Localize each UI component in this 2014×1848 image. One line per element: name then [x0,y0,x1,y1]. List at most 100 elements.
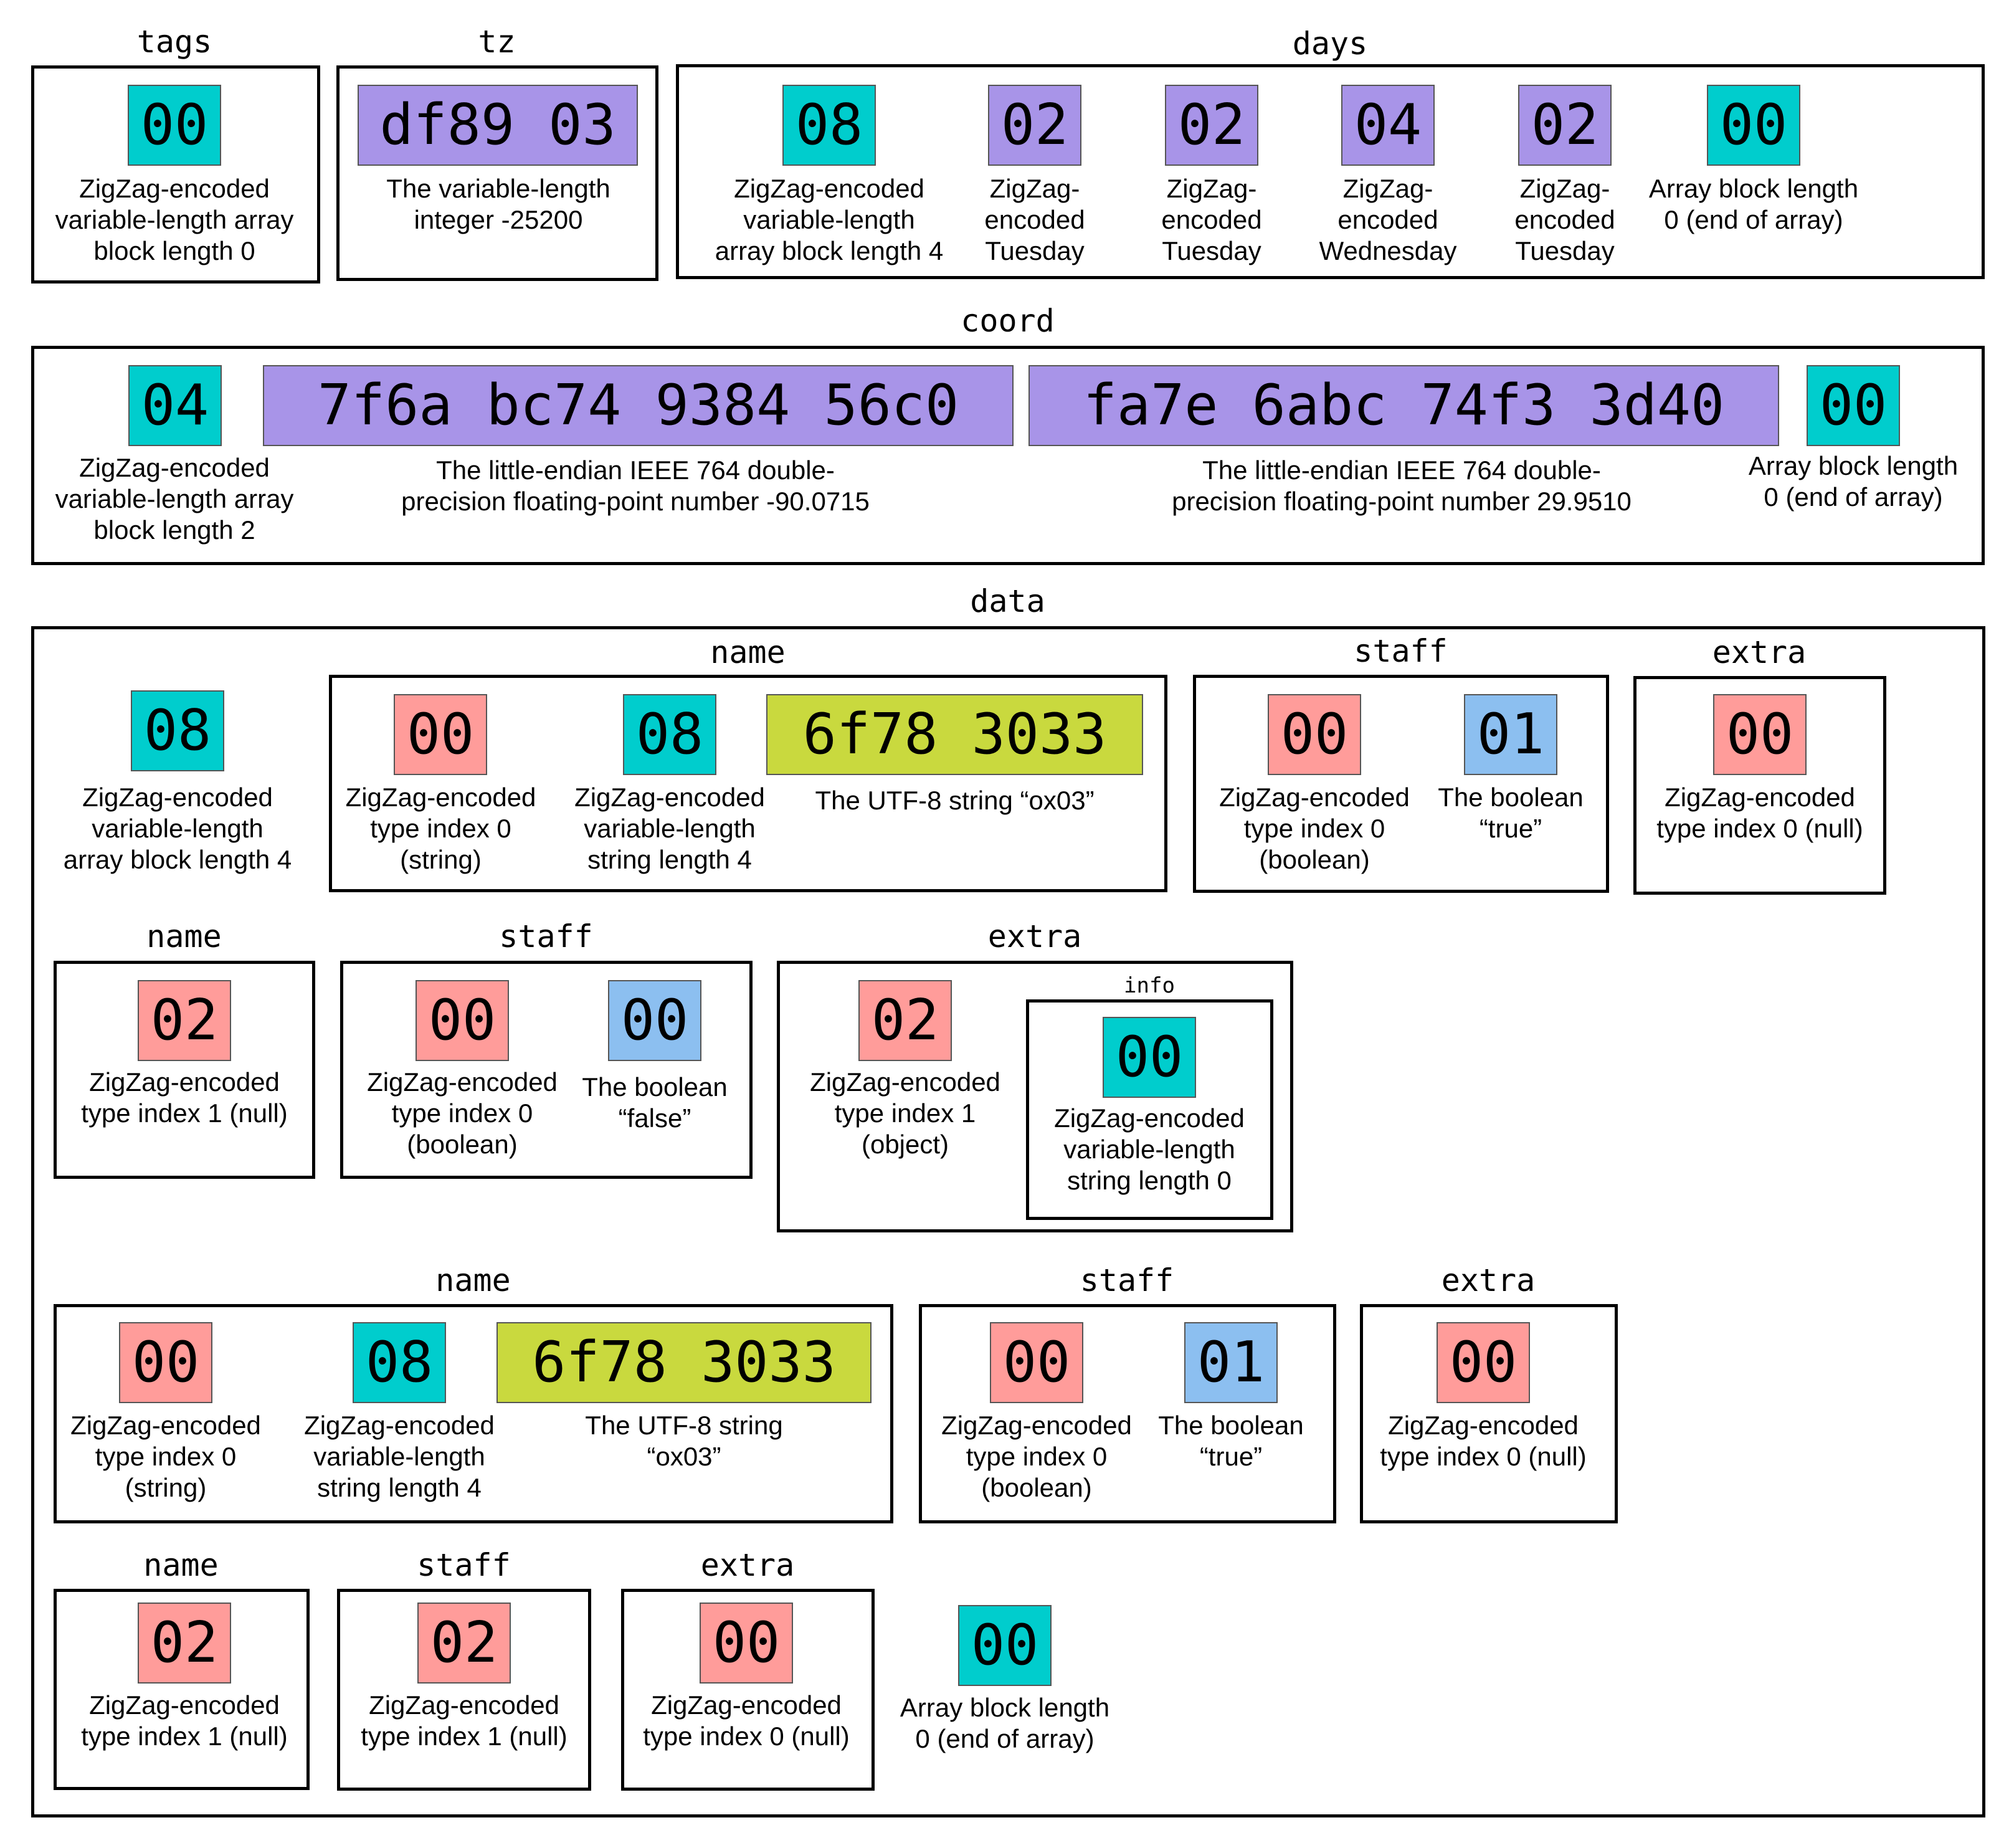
byte-cell: 01 [1464,694,1557,775]
byte-caption: ZigZag-encoded type index 0 (boolean) [941,1411,1132,1502]
byte-cell: 00 [608,980,701,1061]
byte-cell: 02 [138,1603,231,1684]
byte-cell: df89 03 [358,85,638,166]
group-title-extra: extra [700,1547,795,1583]
group-data [31,626,1985,1817]
byte-caption: ZigZag-encoded type index 0 (boolean) [367,1067,558,1159]
byte-caption: ZigZag-encoded variable-length array blo… [55,453,294,545]
byte-cell: 00 [700,1603,793,1684]
byte-caption: Array block length 0 (end of array) [1648,174,1859,234]
group-title-data: data [970,583,1045,619]
byte-cell: 04 [128,365,222,446]
byte-cell: 7f6a bc74 9384 56c0 [263,365,1014,446]
group-name [54,961,315,1179]
group-staff [919,1304,1336,1523]
group-title-tz: tz [478,24,516,60]
group-title-name: name [435,1262,511,1298]
group-tags [31,65,320,283]
group-name [329,675,1167,892]
byte-cell: 02 [138,980,231,1061]
byte-caption: ZigZag-encoded variable-length string le… [574,783,765,874]
byte-caption: ZigZag-encoded variable-length array blo… [55,174,294,265]
byte-caption: The little-endian IEEE 764 double- preci… [401,455,870,516]
byte-cell: 00 [1707,85,1800,166]
byte-cell: 6f78 3033 [766,694,1143,775]
byte-caption: The little-endian IEEE 764 double- preci… [1172,455,1632,516]
byte-caption: ZigZag-encoded variable-length array blo… [63,783,292,874]
group-extra [621,1589,875,1791]
group-staff [1193,675,1609,893]
group-title-extra: extra [1712,634,1807,670]
byte-cell: 01 [1184,1322,1278,1403]
byte-cell: 00 [1713,694,1807,775]
byte-cell: 08 [623,694,716,775]
group-title-staff: staff [1354,633,1448,669]
group-title-staff: staff [417,1547,511,1583]
byte-cell: 02 [417,1603,511,1684]
group-staff [340,961,753,1179]
byte-caption: ZigZag-encoded type index 0 (string) [70,1411,261,1502]
byte-cell: 00 [1268,694,1361,775]
group-info [1026,999,1273,1220]
group-title-extra: extra [1441,1262,1536,1298]
group-title-info: info [1124,973,1175,998]
group-title-extra: extra [987,918,1082,955]
byte-cell: 02 [1518,85,1612,166]
byte-caption: ZigZag-encoded type index 1 (null) [81,1067,288,1128]
byte-caption: ZigZag- encoded Wednesday [1319,174,1457,265]
group-name [54,1304,893,1523]
byte-cell: 00 [128,85,221,166]
group-title-name: name [146,918,222,955]
byte-cell: fa7e 6abc 74f3 3d40 [1028,365,1779,446]
group-coord [31,346,1985,565]
byte-cell: 00 [1437,1322,1530,1403]
byte-caption: ZigZag-encoded type index 0 (null) [1380,1411,1587,1471]
byte-caption: The boolean “true” [1158,1411,1304,1471]
byte-cell: 00 [416,980,509,1061]
byte-cell: 00 [1103,1017,1196,1098]
group-title-staff: staff [499,918,593,955]
group-title-tags: tags [136,24,212,60]
byte-caption: ZigZag-encoded type index 0 (null) [1656,783,1863,843]
byte-caption: ZigZag- encoded Tuesday [984,174,1085,265]
byte-cell: 02 [988,85,1081,166]
byte-cell: 00 [1807,365,1900,446]
byte-cell: 08 [782,85,876,166]
byte-cell: 08 [131,690,224,771]
byte-caption: The boolean “true” [1438,783,1584,843]
byte-cell: 00 [119,1322,212,1403]
byte-caption: ZigZag-encoded type index 1 (null) [81,1690,288,1751]
byte-caption: ZigZag-encoded variable-length string le… [304,1411,495,1502]
group-days [676,64,1985,279]
group-title-coord: coord [961,303,1055,339]
byte-caption: ZigZag-encoded type index 0 (boolean) [1219,783,1410,874]
byte-caption: ZigZag- encoded Tuesday [1161,174,1262,265]
group-extra [1360,1304,1618,1523]
byte-cell: 00 [990,1322,1083,1403]
byte-caption: Array block length 0 (end of array) [1748,451,1959,512]
byte-caption: ZigZag- encoded Tuesday [1514,174,1615,265]
byte-caption: ZigZag-encoded type index 0 (null) [643,1690,850,1751]
byte-cell: 6f78 3033 [496,1322,872,1403]
group-title-days: days [1292,26,1368,62]
byte-cell: 00 [958,1605,1052,1686]
group-staff [337,1589,591,1791]
byte-cell: 02 [1165,85,1258,166]
byte-caption: The UTF-8 string “ox03” [815,786,1095,815]
byte-caption: The boolean “false” [582,1072,728,1133]
byte-caption: ZigZag-encoded type index 1 (null) [361,1690,568,1751]
byte-caption: The UTF-8 string “ox03” [585,1411,783,1471]
group-title-name: name [143,1547,219,1583]
group-name [54,1589,310,1790]
group-extra [1633,676,1886,895]
byte-caption: ZigZag-encoded variable-length string le… [1054,1103,1245,1195]
group-tz [336,65,658,281]
byte-caption: ZigZag-encoded type index 0 (string) [345,783,536,874]
group-extra [777,961,1293,1232]
group-title-name: name [710,634,786,670]
byte-cell: 04 [1341,85,1435,166]
byte-caption: ZigZag-encoded type index 1 (object) [810,1067,1000,1159]
byte-caption: The variable-length integer -25200 [386,174,610,234]
byte-cell: 00 [394,694,487,775]
